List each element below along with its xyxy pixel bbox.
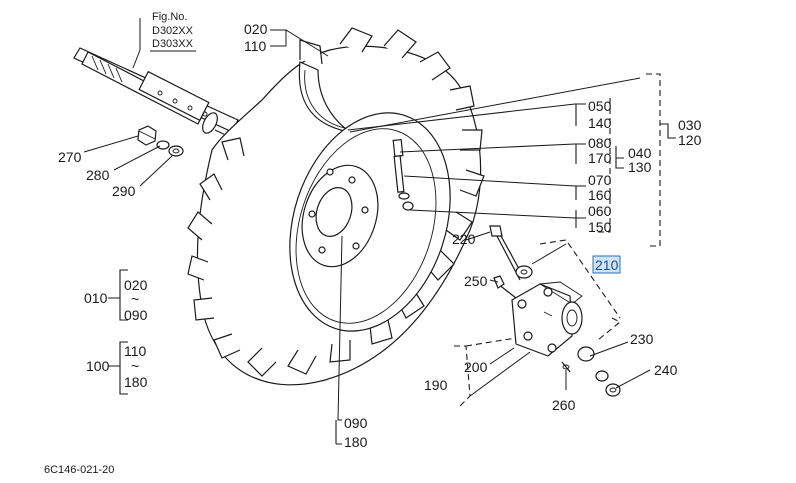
fig-variant-2: D303XX [152, 38, 194, 50]
drawing-code: 6C146-021-20 [44, 464, 114, 476]
range-010: 010 020 ~ 090 [84, 277, 148, 323]
range-010-from: 020 [124, 277, 148, 293]
callout-120[interactable]: 120 [678, 132, 702, 148]
hub-assembly [489, 225, 621, 397]
fig-variant-1: D302XX [152, 25, 194, 37]
callout-200[interactable]: 200 [464, 359, 488, 375]
wheel-nut-set [137, 125, 184, 157]
range-100-id[interactable]: 100 [86, 358, 110, 374]
callout-240[interactable]: 240 [654, 362, 678, 378]
callout-labels: 020 110 050 140 080 170 070 160 060 150 … [58, 21, 702, 450]
leader-lines [83, 18, 676, 445]
callout-080[interactable]: 080 [588, 135, 612, 151]
callout-260[interactable]: 260 [552, 397, 576, 413]
callout-060[interactable]: 060 [588, 203, 612, 219]
callout-250[interactable]: 250 [464, 273, 488, 289]
callout-210-highlight[interactable]: 210 [592, 255, 621, 274]
drawing-artwork [73, 18, 676, 445]
callout-040[interactable]: 040 [628, 145, 652, 161]
fig-no-block: Fig.No. D302XX D303XX [150, 11, 196, 52]
range-010-id[interactable]: 010 [84, 290, 108, 306]
callout-230[interactable]: 230 [630, 331, 654, 347]
callout-270[interactable]: 270 [58, 149, 82, 165]
callout-210[interactable]: 210 [595, 257, 619, 273]
highlight-box [592, 255, 621, 274]
range-010-to: 090 [124, 307, 148, 323]
range-010-tilde: ~ [131, 291, 139, 307]
callout-170[interactable]: 170 [588, 150, 612, 166]
callout-090[interactable]: 090 [344, 415, 368, 431]
range-100: 100 110 ~ 180 [86, 343, 148, 390]
callout-280[interactable]: 280 [86, 167, 110, 183]
callout-160[interactable]: 160 [588, 187, 612, 203]
callout-110[interactable]: 110 [244, 38, 267, 54]
callout-180[interactable]: 180 [344, 434, 368, 450]
callout-070[interactable]: 070 [588, 172, 612, 188]
range-100-from: 110 [124, 343, 147, 359]
range-100-tilde: ~ [131, 358, 139, 374]
callout-020[interactable]: 020 [244, 21, 268, 37]
callout-050[interactable]: 050 [588, 98, 612, 114]
callout-190[interactable]: 190 [424, 377, 448, 393]
callout-140[interactable]: 140 [588, 115, 612, 131]
wheel-rim [289, 112, 451, 332]
callout-150[interactable]: 150 [588, 219, 612, 235]
callout-130[interactable]: 130 [628, 159, 652, 175]
fig-no-label: Fig.No. [152, 11, 187, 23]
callout-220[interactable]: 220 [452, 231, 476, 247]
axle-shaft [73, 47, 366, 201]
callout-030[interactable]: 030 [678, 117, 702, 133]
range-100-to: 180 [124, 374, 148, 390]
callout-290[interactable]: 290 [112, 183, 136, 199]
